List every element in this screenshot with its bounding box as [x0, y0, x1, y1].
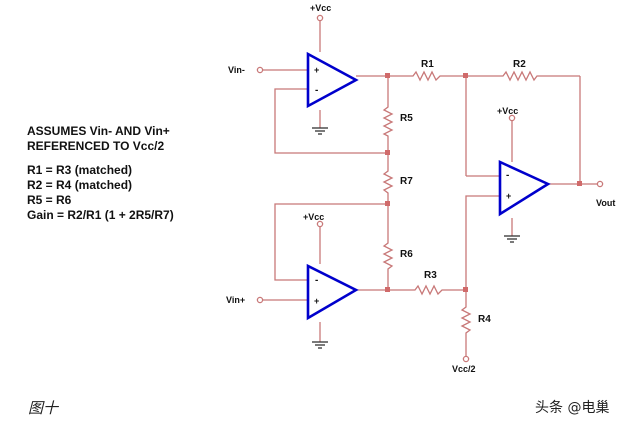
figure-caption: 图十 [28, 399, 59, 417]
terminal-vout [596, 180, 604, 188]
notes-equation-r5-r6: R5 = R6 [27, 193, 72, 207]
opamp-top-minus-sign: - [315, 85, 318, 96]
terminal-vcc-top [316, 14, 324, 22]
label-vin-minus: Vin- [228, 65, 245, 75]
notes-assumption-line-1: ASSUMES Vin- AND Vin+ [27, 124, 170, 138]
notes-assumption-line-2: REFERENCED TO Vcc/2 [27, 139, 165, 153]
label-r4: R4 [478, 314, 491, 325]
junction-node [577, 181, 582, 186]
terminal-vin-minus [256, 66, 264, 74]
label-vcc-half: Vcc/2 [452, 364, 476, 374]
terminal-vcc-half [462, 355, 470, 363]
opamp-out-plus-sign: + [506, 191, 511, 201]
opamp-bottom-plus-sign: + [314, 296, 319, 306]
notes-equation-gain: Gain = R2/R1 (1 + 2R5/R7) [27, 208, 174, 222]
junction-node [385, 201, 390, 206]
source-watermark: 头条 @电巢 [535, 400, 610, 416]
terminal-vin-plus [256, 296, 264, 304]
wire-top-feedback [274, 88, 388, 154]
label-r5: R5 [400, 113, 413, 124]
opamp-top [306, 51, 359, 109]
junction-node [385, 287, 390, 292]
label-r1: R1 [421, 59, 434, 70]
label-vout: Vout [596, 198, 615, 208]
notes-equation-r1-r3: R1 = R3 (matched) [27, 163, 133, 177]
ground-top-symbol [312, 127, 328, 135]
label-vin-plus: Vin+ [226, 295, 245, 305]
ground-out-symbol [504, 235, 520, 243]
wire-bottom-feedback [274, 203, 388, 281]
resistor-r5 [382, 104, 394, 138]
resistor-r6 [382, 240, 394, 272]
label-vcc-top: +Vcc [310, 3, 331, 13]
resistor-r7 [382, 168, 394, 196]
circuit-notes: ASSUMES Vin- AND Vin+ REFERENCED TO Vcc/… [27, 124, 174, 223]
notes-equation-r2-r4: R2 = R4 (matched) [27, 178, 133, 192]
label-r6: R6 [400, 249, 413, 260]
opamp-out-minus-sign: - [506, 170, 509, 181]
label-r3: R3 [424, 270, 437, 281]
opamp-bottom-minus-sign: - [315, 275, 318, 286]
resistor-r3 [412, 284, 446, 296]
junction-node [463, 287, 468, 292]
terminal-vcc-bottom [316, 220, 324, 228]
ground-bottom-symbol [312, 341, 328, 349]
junction-node [463, 73, 468, 78]
label-r7: R7 [400, 176, 413, 187]
resistor-r2 [500, 70, 540, 82]
label-vcc-bottom: +Vcc [303, 212, 324, 222]
label-r2: R2 [513, 59, 526, 70]
label-vcc-out: +Vcc [497, 106, 518, 116]
opamp-bottom [306, 263, 359, 321]
opamp-top-plus-sign: + [314, 65, 319, 75]
terminal-vcc-out [508, 114, 516, 122]
resistor-r4 [460, 304, 472, 336]
junction-node [385, 150, 390, 155]
resistor-r1 [410, 70, 444, 82]
wire-diff-plus [465, 195, 500, 290]
opamp-out [498, 159, 551, 217]
junction-node [385, 73, 390, 78]
